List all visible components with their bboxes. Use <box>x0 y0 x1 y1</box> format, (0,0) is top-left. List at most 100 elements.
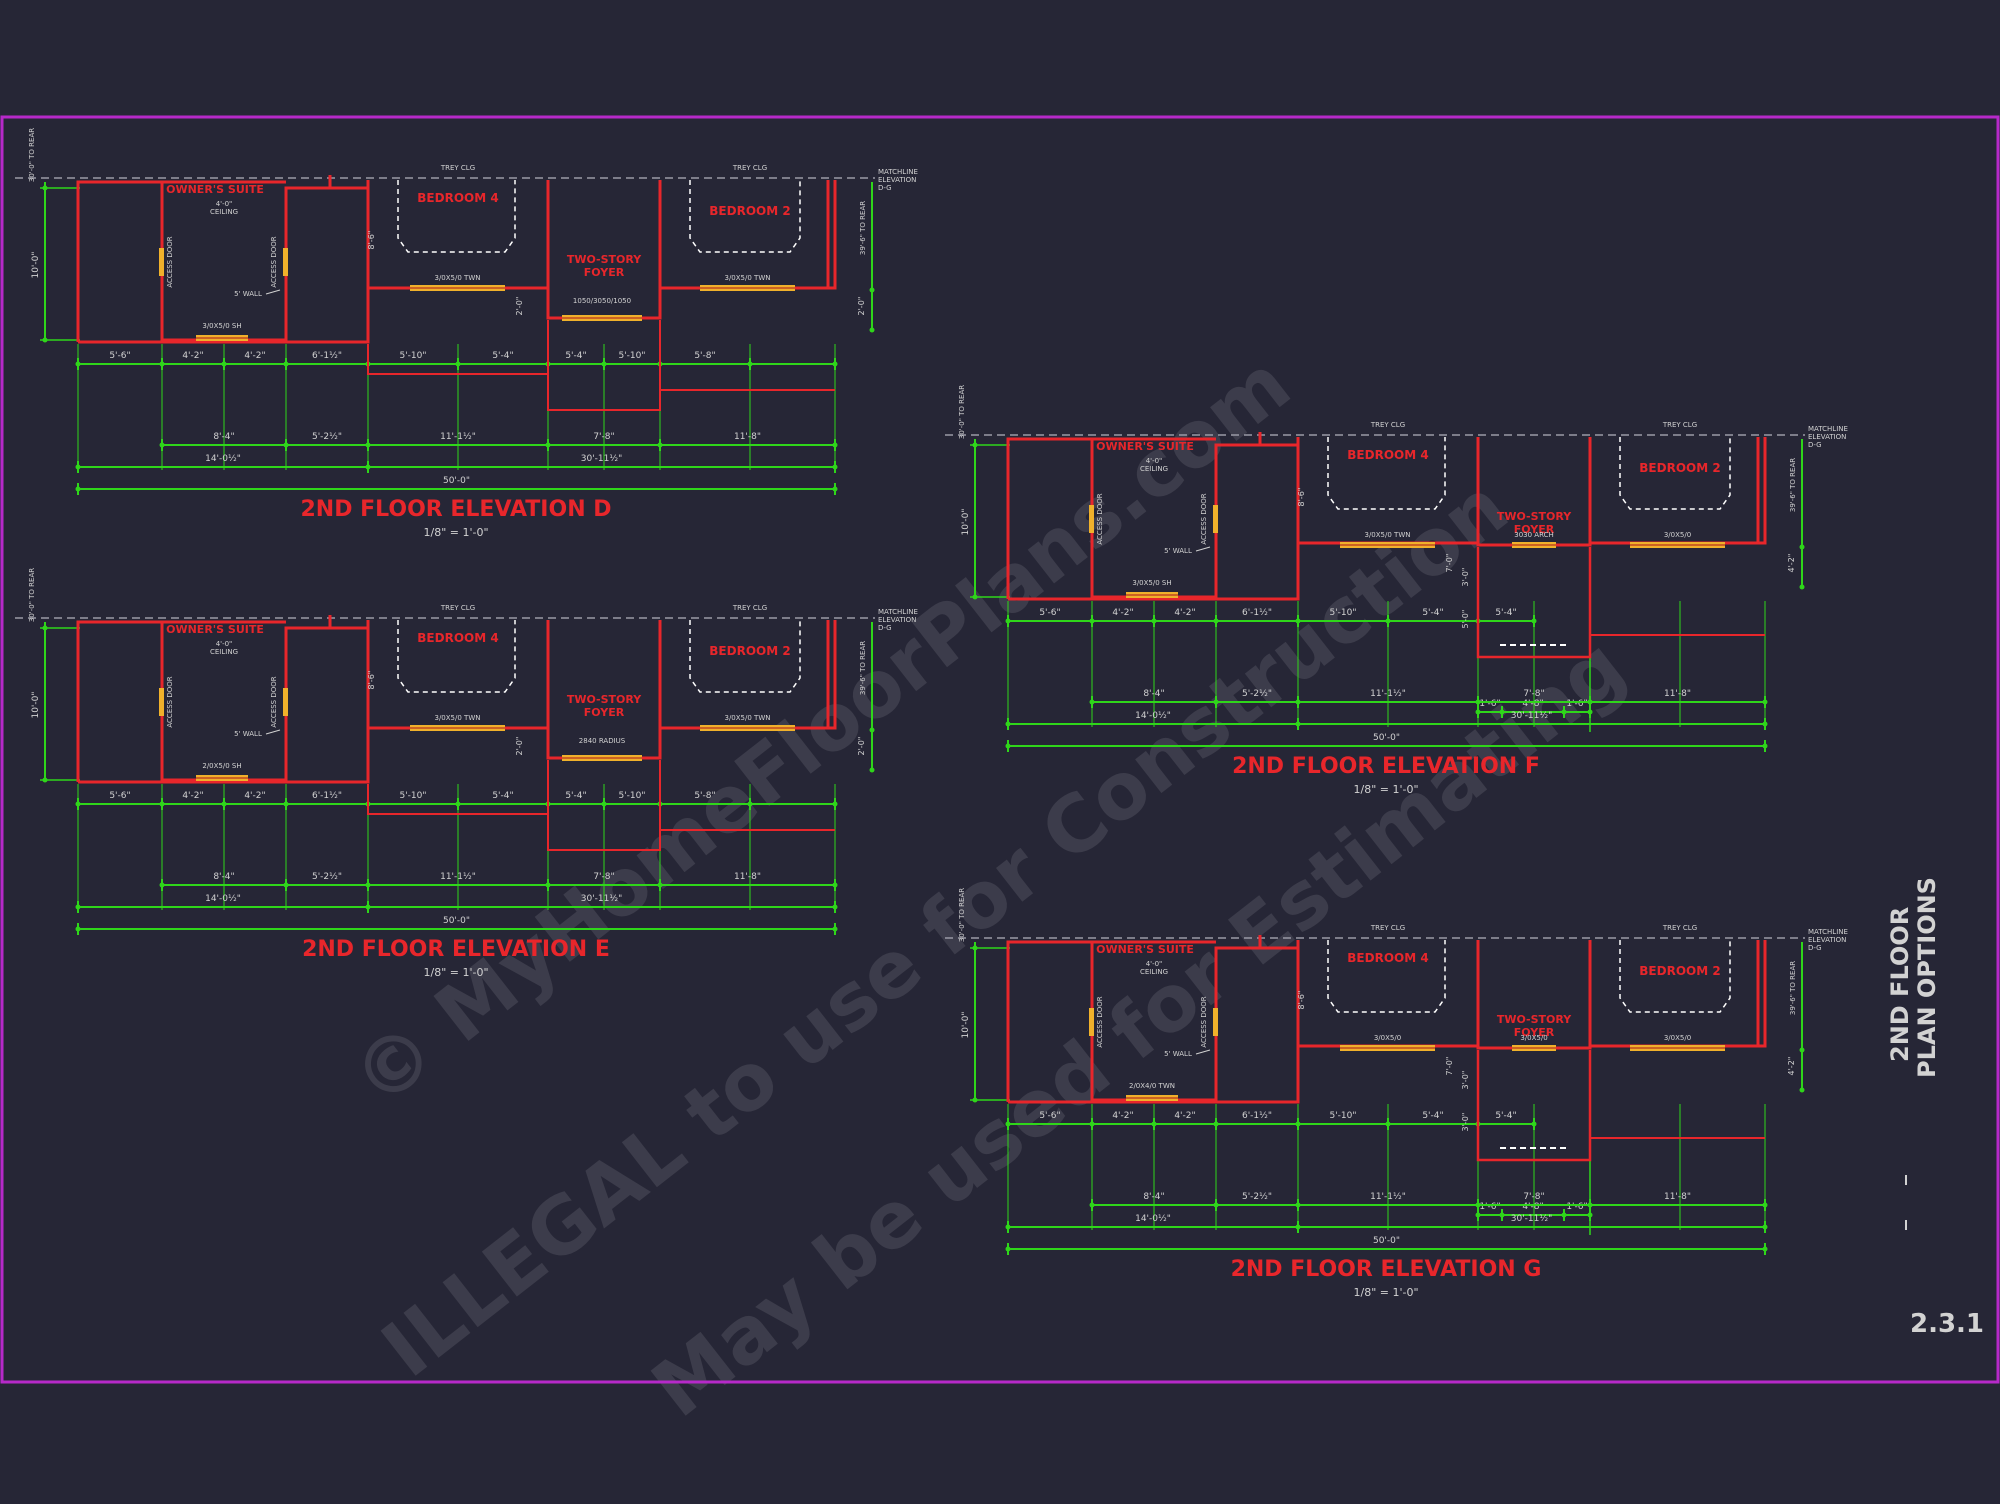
dimension-label: 5'-8" <box>694 351 715 361</box>
window-label: 3/0X5/0 TWN <box>725 714 771 722</box>
matchline-note: MATCHLINE <box>878 608 918 616</box>
trey-label: TREY CLG <box>732 164 767 172</box>
rear-dimension-left: 30'-0" TO REAR <box>28 128 36 182</box>
rear-dimension-right: 39'-6" TO REAR <box>859 641 867 695</box>
dimension-tick <box>1295 699 1301 705</box>
short-dimension: 2'-0" <box>857 737 866 756</box>
dimension-tick <box>42 625 48 631</box>
short-dimension: 2'-0" <box>857 297 866 316</box>
dimension-label: 5'-4" <box>492 351 513 361</box>
ceiling-note: 4'-0" <box>216 200 233 208</box>
trey-ceiling-bedroom-4 <box>1327 437 1446 510</box>
dimension-label: 5'-10" <box>399 791 426 801</box>
leader-line <box>1195 1049 1211 1055</box>
ceiling-note: CEILING <box>1140 465 1168 473</box>
dimension-tick <box>283 882 289 888</box>
short-dimension: 2'-0" <box>515 737 524 756</box>
dimension-tick <box>1499 1212 1505 1218</box>
short-dimension: 5'-0" <box>1461 610 1470 629</box>
dimension-label: 14'-0½" <box>1135 711 1171 721</box>
dimension-tick <box>1089 1202 1095 1208</box>
dimension-label: 4'-2" <box>1112 608 1133 618</box>
dimension-label: 6'-1½" <box>312 791 342 801</box>
matchline-note: ELEVATION <box>878 176 916 184</box>
dimension-label: 4'-8" <box>1522 1202 1543 1212</box>
short-dimension: 2'-0" <box>515 297 524 316</box>
foyer-projection <box>1476 547 1592 659</box>
ceiling-note: CEILING <box>1140 968 1168 976</box>
dimension-label: 6'-1½" <box>1242 608 1272 618</box>
dimension-label: 5'-6" <box>1039 608 1060 618</box>
dimension-label: 6'-1½" <box>1242 1111 1272 1121</box>
dimension-label: 5'-2½" <box>312 432 342 442</box>
dimension-label: 1'-6" <box>1566 699 1587 709</box>
dimension-label: 4'-2" <box>1112 1111 1133 1121</box>
dimension-tick <box>1762 1202 1768 1208</box>
matchline-note: D-G <box>1808 944 1822 952</box>
dimension-label: 30'-11½" <box>1511 711 1553 721</box>
access-door-label: ACCESS DOOR <box>1096 493 1104 544</box>
owners-suite-wall <box>76 620 370 784</box>
height-dimension: 10'-0" <box>961 508 971 535</box>
access-door <box>283 688 288 716</box>
lower-outline <box>367 344 548 375</box>
dimension-label: 5'-4" <box>492 791 513 801</box>
wall-note: 5' WALL <box>234 290 262 298</box>
matchline-note: ELEVATION <box>878 616 916 624</box>
height-dimension: 10'-0" <box>961 1011 971 1038</box>
dimension-tick <box>972 594 978 600</box>
owners-suite-wall <box>1006 437 1300 601</box>
dimension-tick <box>75 904 81 910</box>
sheet-title-line-2: PLAN OPTIONS <box>1913 877 1941 1078</box>
dimension-tick <box>1475 699 1481 705</box>
window-label: 3/0X5/0 <box>1664 531 1691 539</box>
dimension-tick <box>1561 709 1567 715</box>
short-dimension: 8'-6" <box>1297 991 1306 1010</box>
ceiling-note: CEILING <box>210 648 238 656</box>
dimension-label: 4'-2" <box>244 791 265 801</box>
short-dimension: 8'-6" <box>367 231 376 250</box>
sheet-border <box>0 115 2000 1384</box>
dimension-label: 8'-4" <box>213 872 234 882</box>
window-label: 3/0X5/0 SH <box>1132 579 1171 587</box>
dimension-tick <box>1799 1047 1805 1053</box>
room-label-bedroom-4: BEDROOM 4 <box>417 191 498 205</box>
dimension-tick <box>1762 1246 1768 1252</box>
dimension-tick <box>1587 1202 1593 1208</box>
room-label-bedroom-2: BEDROOM 2 <box>1639 964 1720 978</box>
dimension-tick <box>832 486 838 492</box>
dimension-label: 50'-0" <box>443 916 470 926</box>
trey-label: TREY CLG <box>1370 421 1405 429</box>
window-label: 3/0X5/0 <box>1664 1034 1691 1042</box>
trey-ceiling-bedroom-2 <box>1619 940 1731 1013</box>
access-door <box>1089 505 1094 533</box>
dimension-label: 14'-0½" <box>1135 1214 1171 1224</box>
elevation-title: 2ND FLOOR ELEVATION G <box>1231 1257 1542 1282</box>
trey-ceiling-bedroom-4 <box>397 620 516 693</box>
window-label: 3/0X5/0 TWN <box>435 714 481 722</box>
rear-dimension-right: 39'-6" TO REAR <box>859 201 867 255</box>
dimension-tick <box>869 767 875 773</box>
matchline-note: MATCHLINE <box>1808 928 1848 936</box>
dimension-label: 11'-1½" <box>440 432 476 442</box>
dimension-label: 11'-8" <box>1664 1192 1691 1202</box>
window-label: 3/0X5/0 <box>1520 1034 1547 1042</box>
room-label-foyer: FOYER <box>584 706 625 719</box>
sheet-number: 2.3.1 <box>1910 1309 1984 1339</box>
elevation-scale: 1/8" = 1'-0" <box>1353 783 1418 796</box>
dimension-label: 5'-10" <box>399 351 426 361</box>
dimension-tick <box>832 926 838 932</box>
window-label: 2840 RADIUS <box>579 737 626 745</box>
dimension-label: 8'-4" <box>1143 1192 1164 1202</box>
rear-dimension-right: 39'-6" TO REAR <box>1789 961 1797 1015</box>
access-door <box>283 248 288 276</box>
dimension-label: 8'-4" <box>1143 689 1164 699</box>
access-door <box>1089 1008 1094 1036</box>
dimension-label: 1'-6" <box>1479 699 1500 709</box>
dimension-tick <box>365 464 371 470</box>
ceiling-note: 4'-0" <box>1146 960 1163 968</box>
dimension-tick <box>1213 1202 1219 1208</box>
